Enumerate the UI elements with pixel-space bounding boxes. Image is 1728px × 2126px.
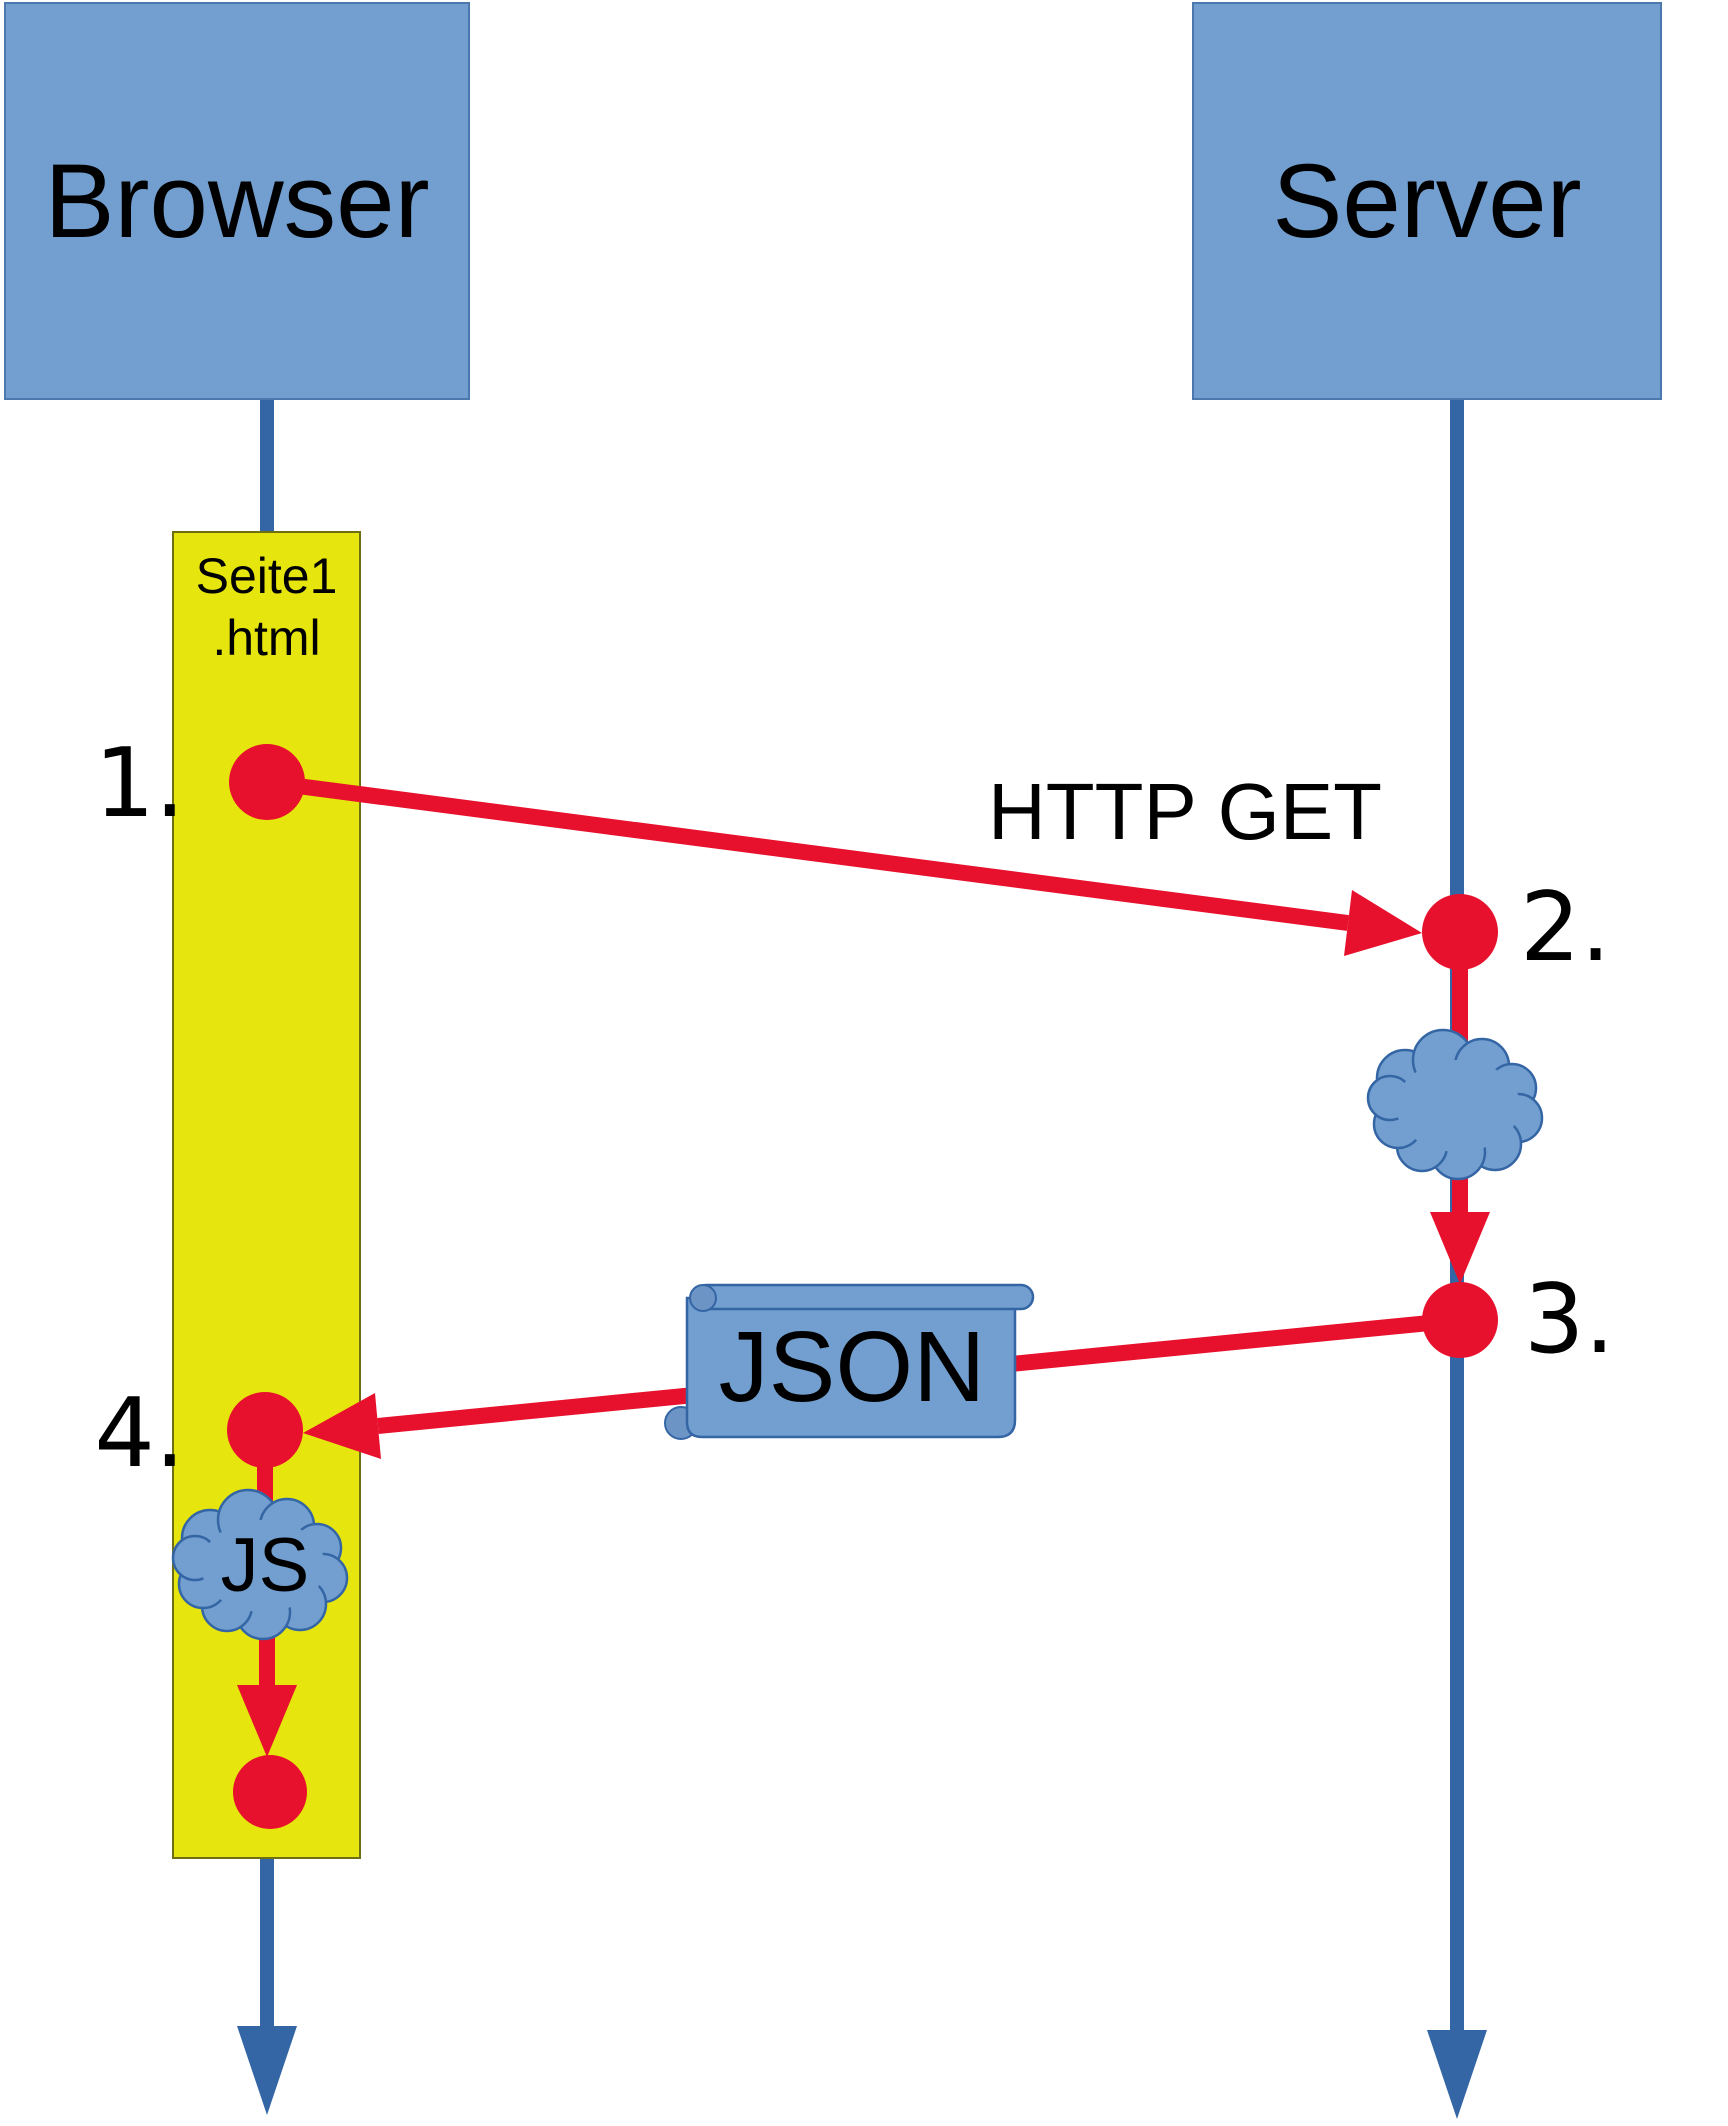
request-arrow	[265, 774, 1422, 956]
json-scroll-icon	[664, 1283, 1035, 1440]
activation-label-line1: Seite1	[195, 548, 338, 604]
request-arrowhead-icon	[1344, 890, 1422, 956]
step-dot-1	[229, 744, 305, 820]
response-label: JSON	[718, 1311, 986, 1423]
actor-label-server: Server	[1272, 142, 1582, 260]
server-cloud-icon	[1366, 1028, 1544, 1181]
activation-label: Seite1 .html	[173, 545, 360, 669]
response-arrowhead-icon	[303, 1393, 381, 1459]
down-arrowhead-icon	[237, 1685, 297, 1757]
actor-label-browser: Browser	[44, 142, 430, 260]
step-label-3: 3.	[1524, 1265, 1615, 1375]
actor-box-server: Server	[1192, 2, 1662, 400]
js-cloud-icon	[171, 1488, 349, 1641]
request-label: HTTP GET	[987, 767, 1383, 856]
step-label-4: 4.	[94, 1379, 185, 1489]
step-dot-4	[227, 1392, 303, 1468]
step-dots	[227, 744, 1498, 1829]
step-dot-3	[1422, 1282, 1498, 1358]
browser-lifeline-arrow-icon	[237, 2026, 297, 2115]
browser-lifeline	[237, 398, 297, 2115]
down-arrowhead-icon	[1430, 1212, 1490, 1284]
actor-box-browser: Browser	[4, 2, 470, 400]
server-lifeline-arrow-icon	[1427, 2030, 1487, 2119]
final-step-dot	[233, 1755, 307, 1829]
js-label: JS	[220, 1523, 310, 1608]
step-label-2: 2.	[1520, 873, 1611, 983]
step-dot-2	[1422, 894, 1498, 970]
step-label-1: 1.	[94, 729, 185, 839]
activation-label-line2: .html	[212, 610, 321, 666]
